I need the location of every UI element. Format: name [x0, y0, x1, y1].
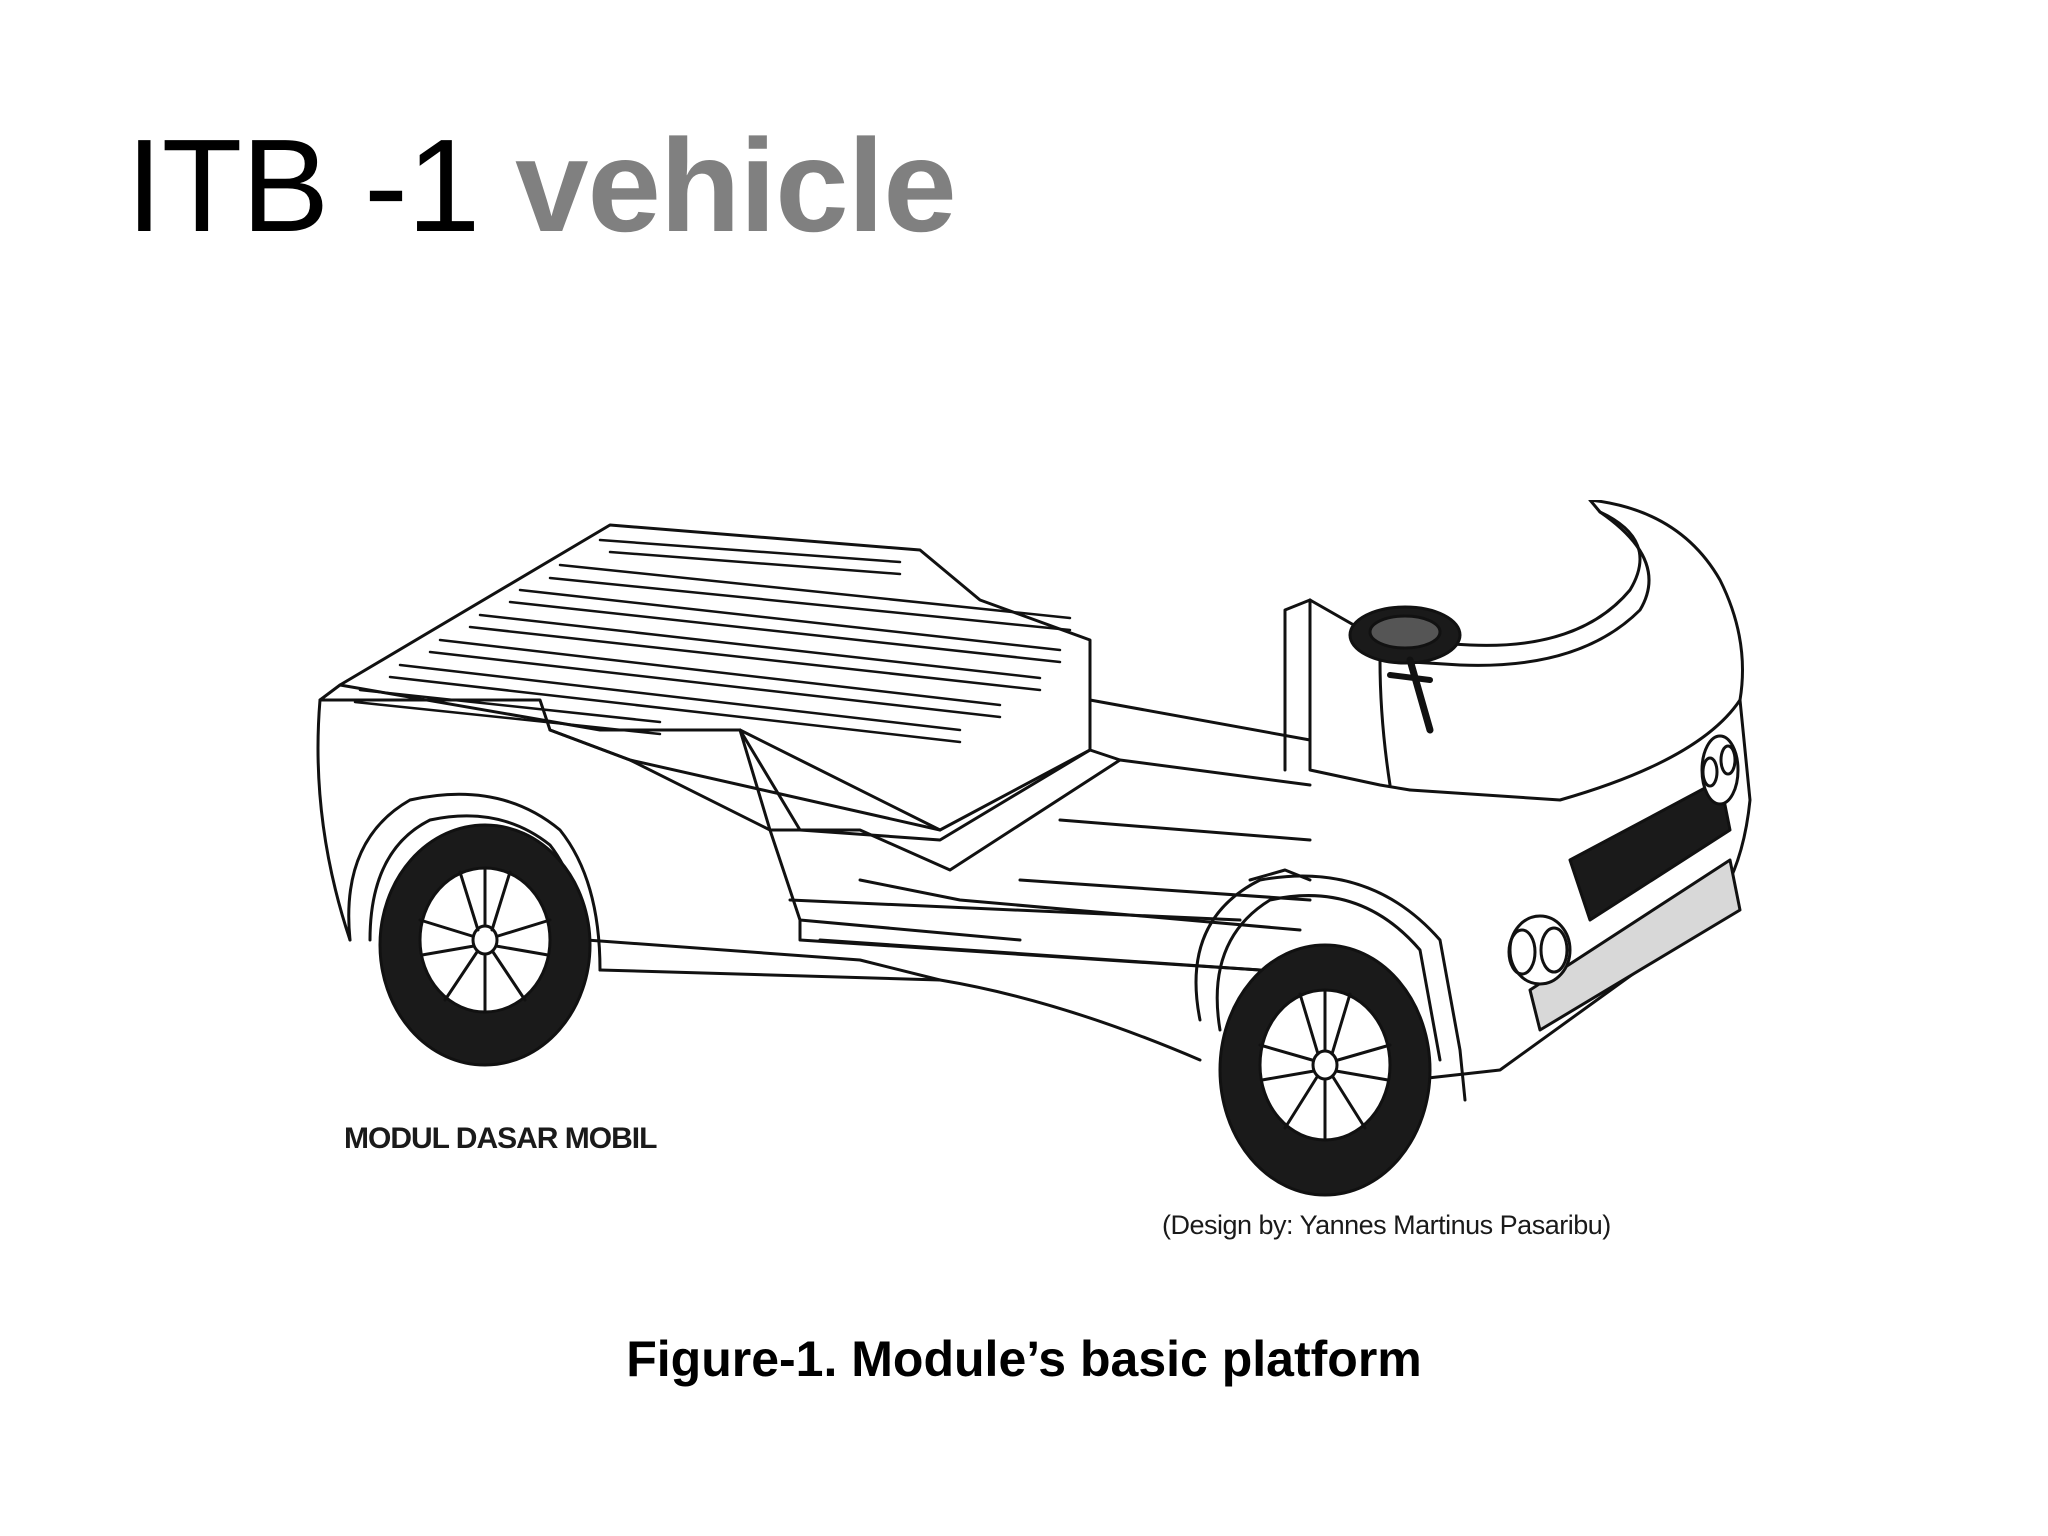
- slide-title: ITB -1 vehicle: [126, 120, 957, 252]
- figure-caption: Figure-1. Module’s basic platform: [626, 1331, 1422, 1387]
- front-wheel: [1194, 874, 1467, 1197]
- slide-title-main: ITB -1: [126, 112, 480, 259]
- figure-credit: (Design by: Yannes Martinus Pasaribu): [1162, 1210, 1611, 1240]
- lower-side: [598, 868, 1312, 1062]
- steering-wheel: [1348, 605, 1462, 734]
- rear-slats: [353, 538, 1072, 744]
- figure-module-label: MODUL DASAR MOBIL: [344, 1122, 657, 1155]
- vehicle-platform-drawing: [300, 500, 1780, 1200]
- battery-box: [738, 728, 1122, 872]
- rear-wheel: [347, 792, 602, 1067]
- slide-title-highlight: vehicle: [515, 112, 957, 259]
- front-cowl: [1283, 500, 1752, 1082]
- floor-rails: [448, 698, 1312, 982]
